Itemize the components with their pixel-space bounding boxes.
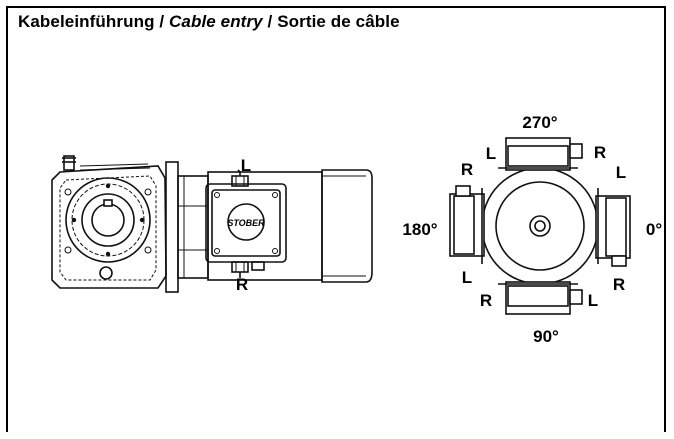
label-bottom-right: L [588,291,598,310]
terminal-box-270 [498,137,583,171]
label-left-upper: R [461,160,473,179]
angle-label-0: 0° [646,220,662,239]
motor-outer-circle [481,167,599,285]
terminal-box-90 [498,281,583,315]
terminal-box-180 [449,185,485,264]
adapter-flange [165,161,209,293]
title-english: Cable entry [169,12,263,31]
title-french: / Sortie de câble [262,12,400,31]
label-bottom-left: R [480,291,492,310]
page-title: Kabeleinführung / Cable entry / Sortie d… [18,12,400,32]
label-left-lower: L [462,268,472,287]
label-top-right: R [594,143,606,162]
label-right-upper: L [616,163,626,182]
front-view-motor: 270° 180° 0° 90° L R R L L R R L [402,113,662,346]
terminal-box: STOBER [205,175,287,273]
motor-body [207,169,373,283]
side-label-r: R [236,275,248,294]
terminal-box-0 [595,188,631,267]
stober-logo: STOBER [227,218,265,228]
angle-label-90: 90° [533,327,559,346]
gearbox-housing [51,155,167,289]
angle-label-180: 180° [402,220,437,239]
angle-label-270: 270° [522,113,557,132]
side-label-l: L [241,156,251,175]
label-top-left: L [486,144,496,163]
side-view-gearmotor: STOBER L R [51,155,373,294]
drawing-frame [6,6,666,432]
label-right-lower: R [613,275,625,294]
title-german: Kabeleinführung / [18,12,170,31]
